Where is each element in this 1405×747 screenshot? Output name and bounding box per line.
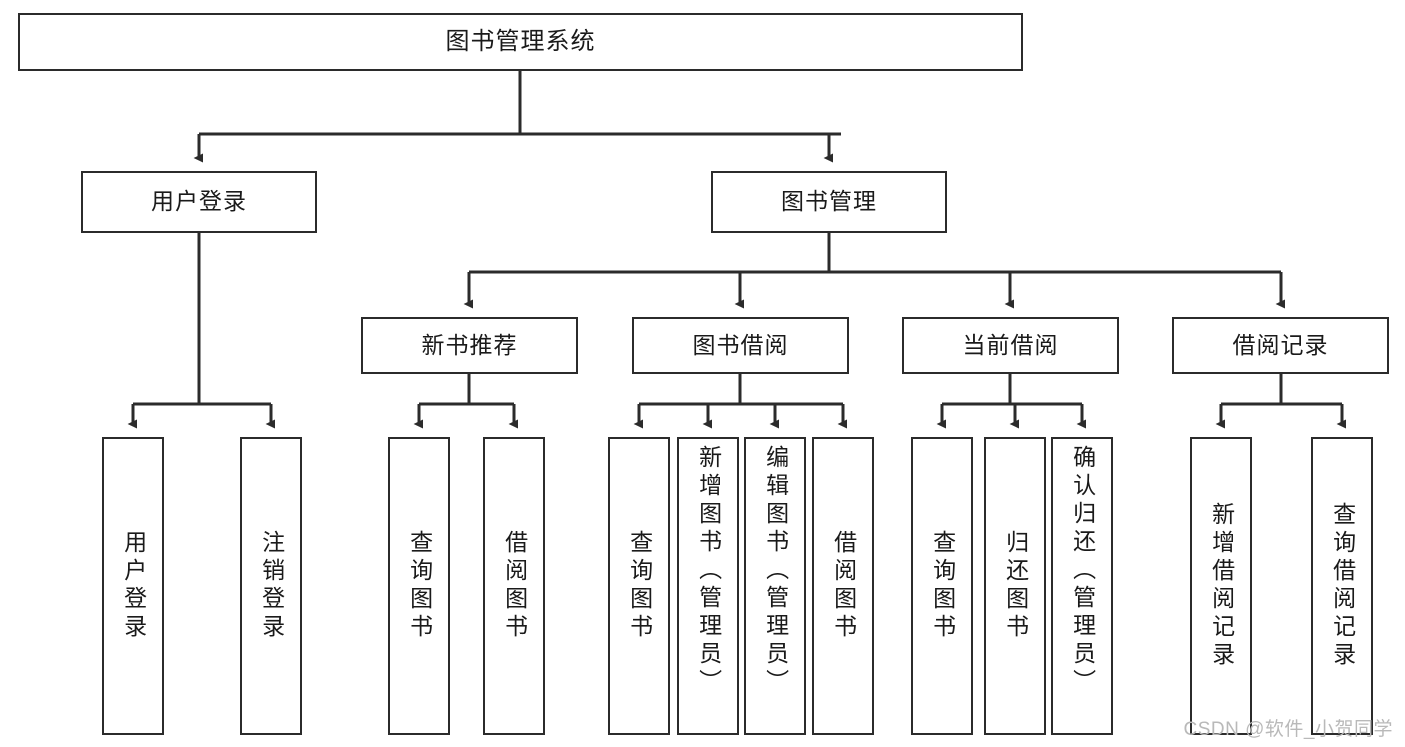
node-label: 图书管理系统 [445, 27, 596, 55]
node-label: 编辑图书（管理员） [762, 445, 789, 697]
node-label: 注销登录 [258, 530, 285, 642]
node-current-borrow[interactable]: 当前借阅 [902, 317, 1119, 374]
node-label: 借阅图书 [501, 530, 528, 642]
node-leaf-cur-query-book[interactable]: 查询图书 [911, 437, 973, 735]
node-leaf-cur-confirm-return[interactable]: 确认归还（管理员） [1051, 437, 1113, 735]
node-leaf-borrow-borrow-book[interactable]: 借阅图书 [812, 437, 874, 735]
node-label: 用户登录 [151, 188, 247, 215]
node-leaf-cur-return-book[interactable]: 归还图书 [984, 437, 1046, 735]
watermark: CSDN @软件_小贺同学 [1183, 719, 1393, 740]
node-label: 借阅图书 [830, 530, 857, 642]
node-new-book-rec[interactable]: 新书推荐 [361, 317, 578, 374]
node-root-system[interactable]: 图书管理系统 [18, 13, 1023, 71]
node-label: 用户登录 [120, 530, 147, 642]
node-leaf-rec-add-record[interactable]: 新增借阅记录 [1190, 437, 1252, 735]
node-label: 图书借阅 [692, 331, 789, 358]
node-leaf-rec-borrow-book[interactable]: 借阅图书 [483, 437, 545, 735]
node-leaf-borrow-query-book[interactable]: 查询图书 [608, 437, 670, 735]
node-leaf-borrow-edit-book[interactable]: 编辑图书（管理员） [744, 437, 806, 735]
node-leaf-user-logout[interactable]: 注销登录 [240, 437, 302, 735]
node-borrow-record[interactable]: 借阅记录 [1172, 317, 1389, 374]
node-label: 新增借阅记录 [1208, 502, 1235, 670]
node-label: 查询图书 [626, 530, 653, 642]
node-label: 确认归还（管理员） [1069, 445, 1096, 697]
node-label: 查询图书 [929, 530, 956, 642]
node-label: 新书推荐 [421, 331, 518, 358]
node-leaf-rec-query-record[interactable]: 查询借阅记录 [1311, 437, 1373, 735]
node-label: 新增图书（管理员） [695, 445, 722, 697]
node-label: 图书管理 [781, 188, 877, 215]
node-leaf-borrow-add-book[interactable]: 新增图书（管理员） [677, 437, 739, 735]
node-label: 归还图书 [1002, 530, 1029, 642]
node-label: 当前借阅 [962, 331, 1059, 358]
node-label: 查询图书 [406, 530, 433, 642]
node-book-borrow[interactable]: 图书借阅 [632, 317, 849, 374]
node-label: 借阅记录 [1232, 331, 1329, 358]
node-leaf-user-login[interactable]: 用户登录 [102, 437, 164, 735]
node-label: 查询借阅记录 [1329, 502, 1356, 670]
node-book-manage[interactable]: 图书管理 [711, 171, 947, 233]
node-user-login[interactable]: 用户登录 [81, 171, 317, 233]
node-leaf-rec-query-book[interactable]: 查询图书 [388, 437, 450, 735]
